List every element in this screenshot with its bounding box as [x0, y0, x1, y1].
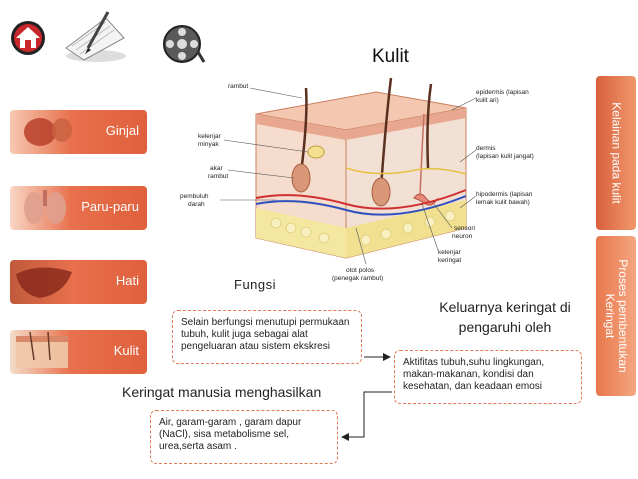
label-akar-rambut-2: rambut — [208, 173, 228, 180]
video-button[interactable] — [160, 22, 206, 66]
label-rambut: rambut — [228, 83, 248, 90]
tab-kelainan-pada-kulit[interactable]: Kelainan pada kulit — [596, 76, 636, 230]
label-epidermis-2: kulit ari) — [476, 97, 499, 104]
notes-icon — [65, 11, 126, 62]
nav-tab-label: Paru-paru — [81, 199, 139, 214]
arrow-faktor-to-hasil — [341, 391, 392, 441]
nav-tab-kulit[interactable]: Kulit — [10, 330, 147, 374]
keluarnya-keringat-heading: Keluarnya keringat di pengaruhi oleh — [439, 299, 571, 335]
label-hipodermis-2: lemak kulit bawah) — [476, 199, 530, 206]
label-dermis: dermis — [476, 145, 496, 152]
label-kelenjar-keringat: kelenjar — [438, 249, 462, 256]
fungsi-heading: Fungsi — [234, 277, 277, 292]
label-pembuluh-darah: pembuluh — [180, 193, 209, 200]
nav-tab-hati[interactable]: Hati — [10, 260, 147, 304]
faktor-keringat-box: Aktifitas tubuh,suhu lingkungan, makan-m… — [394, 350, 582, 404]
label-akar-rambut: akar — [210, 165, 223, 172]
label-pembuluh-darah-2: darah — [188, 201, 205, 208]
label-epidermis: epidermis (lapisan — [476, 89, 529, 96]
home-icon — [11, 21, 45, 55]
label-kelenjar-keringat-2: keringat — [438, 257, 461, 264]
nav-tab-label: Ginjal — [105, 123, 139, 138]
label-sensori: sensori — [454, 225, 475, 232]
label-kelenjar-minyak: kelenjar — [198, 133, 222, 140]
keringat-menghasilkan-heading: Keringat manusia menghasilkan — [122, 384, 322, 400]
label-kelenjar-minyak-2: minyak — [198, 141, 219, 148]
nav-tab-paru-paru[interactable]: Paru-paru — [10, 186, 147, 230]
home-button[interactable] — [6, 14, 50, 58]
notes-button[interactable] — [58, 8, 134, 64]
label-dermis-2: (lapisan kulit jangat) — [476, 153, 534, 160]
label-otot-polos-2: (penegak rambut) — [332, 275, 383, 282]
nav-tab-label: Hati — [115, 273, 139, 288]
label-sensori-2: neuron — [452, 233, 473, 240]
page-title: Kulit — [372, 46, 409, 67]
nav-tab-ginjal[interactable]: Ginjal — [10, 110, 147, 154]
hasil-keringat-box: Air, garam-garam , garam dapur (NaCl), s… — [150, 410, 338, 464]
nav-tab-background — [10, 110, 147, 154]
film-reel-icon — [163, 25, 206, 63]
nav-tab-label: Kulit — [113, 343, 139, 358]
nav-tab-background — [10, 260, 147, 304]
label-hipodermis: hipodermis (lapisan — [476, 191, 533, 198]
fungsi-description-box: Selain berfungsi menutupi permukaan tubu… — [172, 310, 362, 364]
label-otot-polos: otot polos — [346, 267, 375, 274]
nav-tab-background — [10, 186, 147, 230]
nav-tab-background — [10, 330, 147, 374]
tab-proses-pembentukan-keringat[interactable]: Proses pembentukan Keringat — [596, 236, 636, 396]
skin-cross-section-illustration: rambut epidermis (lapisan kulit ari) kel… — [180, 78, 534, 282]
